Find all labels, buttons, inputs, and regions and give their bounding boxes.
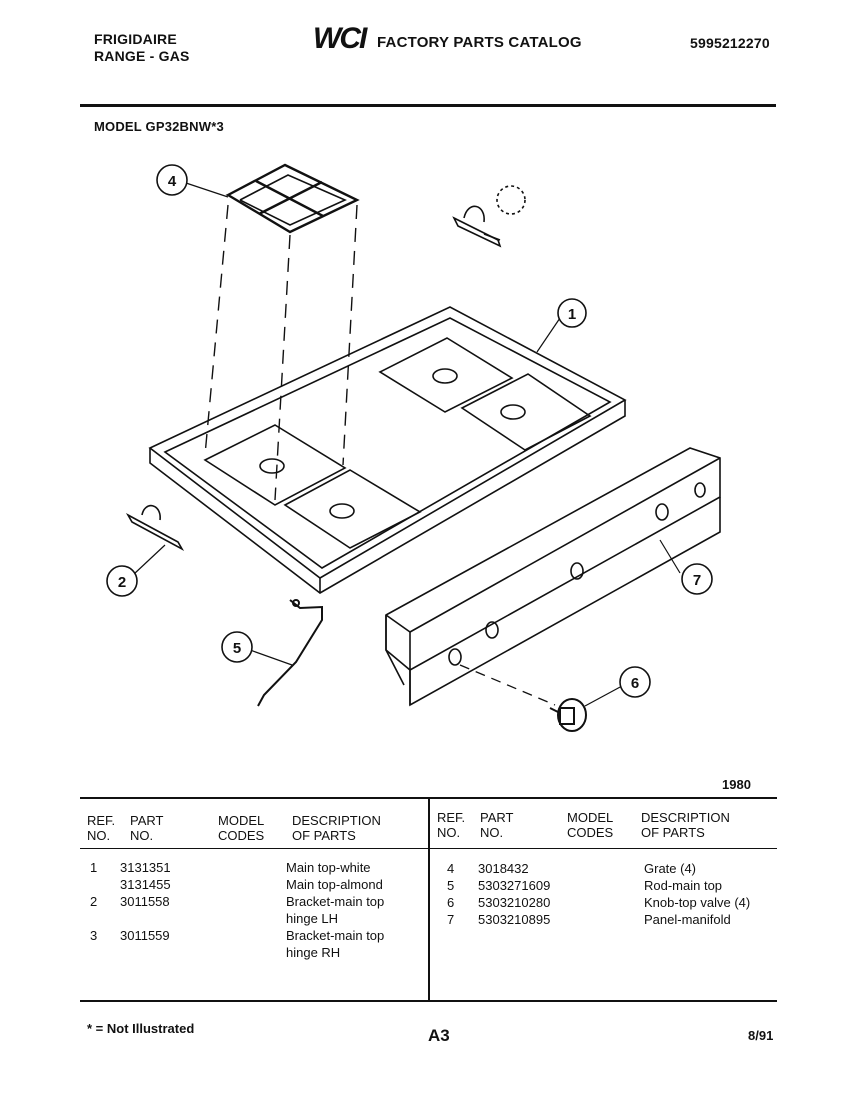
product-type: RANGE - GAS (94, 48, 190, 64)
part-no (120, 945, 286, 962)
part-description: Panel-manifold (644, 912, 731, 927)
manifold-panel-part (385, 447, 721, 707)
ref-no: 3 (90, 928, 98, 943)
part-no: 5303210280 (478, 895, 551, 910)
ref-no: 5 (447, 878, 455, 893)
right-parts-list: 4 3018432 Grate (4) 5 5303271609 Rod-mai… (447, 861, 772, 929)
part-description: hinge RH (286, 945, 341, 960)
footnote: * = Not Illustrated (87, 1021, 195, 1036)
part-no: 3131455 (120, 877, 171, 892)
part-no: 3131351 (120, 860, 171, 875)
header-ref-right: REF.NO. (437, 810, 466, 840)
table-row: 6 5303210280 Knob-top valve (4) (447, 895, 772, 912)
header-rule (80, 104, 776, 107)
main-top-part (148, 306, 627, 594)
table-row: 5 5303271609 Rod-main top (447, 878, 772, 895)
table-bottom-rule (80, 1000, 777, 1002)
callout-6: 6 (631, 675, 639, 692)
part-no: 5303210895 (478, 912, 551, 927)
callout-circle-6 (619, 666, 651, 698)
table-row: 1 3131351 Main top-white (90, 860, 420, 877)
part-description: hinge LH (286, 911, 339, 926)
wci-logo: WCI (313, 22, 367, 55)
ref-no: 4 (447, 861, 455, 876)
callout-circle-2 (106, 565, 138, 597)
bracket-rh-part (452, 185, 526, 248)
revision-date: 8/91 (748, 1028, 774, 1043)
grate-part (225, 163, 360, 234)
ref-no (90, 877, 120, 894)
catalog-title: FACTORY PARTS CATALOG (377, 34, 582, 51)
callout-circle-5 (221, 631, 253, 663)
page-number: A3 (428, 1026, 450, 1045)
callout-7: 7 (693, 572, 701, 589)
table-row: 7 5303210895 Panel-manifold (447, 912, 772, 929)
table-row: 4 3018432 Grate (4) (447, 861, 772, 878)
ref-no (90, 911, 120, 928)
rod-part (257, 599, 323, 707)
table-row: hinge LH (90, 911, 420, 928)
part-no: 3011558 (120, 894, 170, 909)
table-center-divider (428, 799, 430, 1001)
callout-circle-7 (681, 563, 713, 595)
callout-leaders (133, 182, 681, 707)
ref-no: 6 (447, 895, 455, 910)
part-description: Main top-almond (286, 877, 383, 892)
part-description: Grate (4) (644, 861, 697, 876)
callout-1: 1 (568, 306, 576, 323)
part-no: 3018432 (478, 861, 529, 876)
part-description: Knob-top valve (4) (644, 895, 751, 910)
left-parts-list: 1 3131351 Main top-white 3131455 Main to… (90, 860, 420, 962)
alignment-lines (204, 204, 358, 501)
part-no (120, 911, 286, 928)
knob-part (549, 698, 587, 732)
callout-circle-1 (557, 298, 587, 328)
table-row: 2 3011558 Bracket-main top (90, 894, 420, 911)
callout-circle-4 (156, 164, 188, 196)
catalog-number: 5995212270 (690, 35, 770, 51)
header-ref-left: REF.NO. (87, 813, 116, 843)
model-number: MODEL GP32BNW*3 (94, 119, 224, 134)
ref-no: 2 (90, 894, 98, 909)
part-description: Main top-white (286, 860, 371, 875)
part-no: 3011559 (120, 928, 170, 943)
ref-no (90, 945, 120, 962)
part-description: Bracket-main top (286, 928, 385, 943)
table-top-rule (80, 797, 777, 799)
brand-name: FRIGIDAIRE (94, 31, 177, 47)
part-description: Bracket-main top (286, 894, 385, 909)
diagram-year: 1980 (722, 777, 751, 792)
callout-5: 5 (233, 640, 241, 657)
ref-no: 1 (90, 860, 98, 875)
callout-4: 4 (168, 173, 177, 190)
callout-2: 2 (118, 574, 126, 591)
ref-no: 7 (447, 912, 455, 927)
table-row: hinge RH (90, 945, 420, 962)
table-row: 3 3011559 Bracket-main top (90, 928, 420, 945)
part-no: 5303271609 (478, 878, 551, 893)
parts-diagram: 4 1 2 5 7 6 (106, 163, 721, 732)
part-description: Rod-main top (644, 878, 723, 893)
table-row: 3131455 Main top-almond (90, 877, 420, 894)
bracket-lh-part (125, 504, 185, 552)
